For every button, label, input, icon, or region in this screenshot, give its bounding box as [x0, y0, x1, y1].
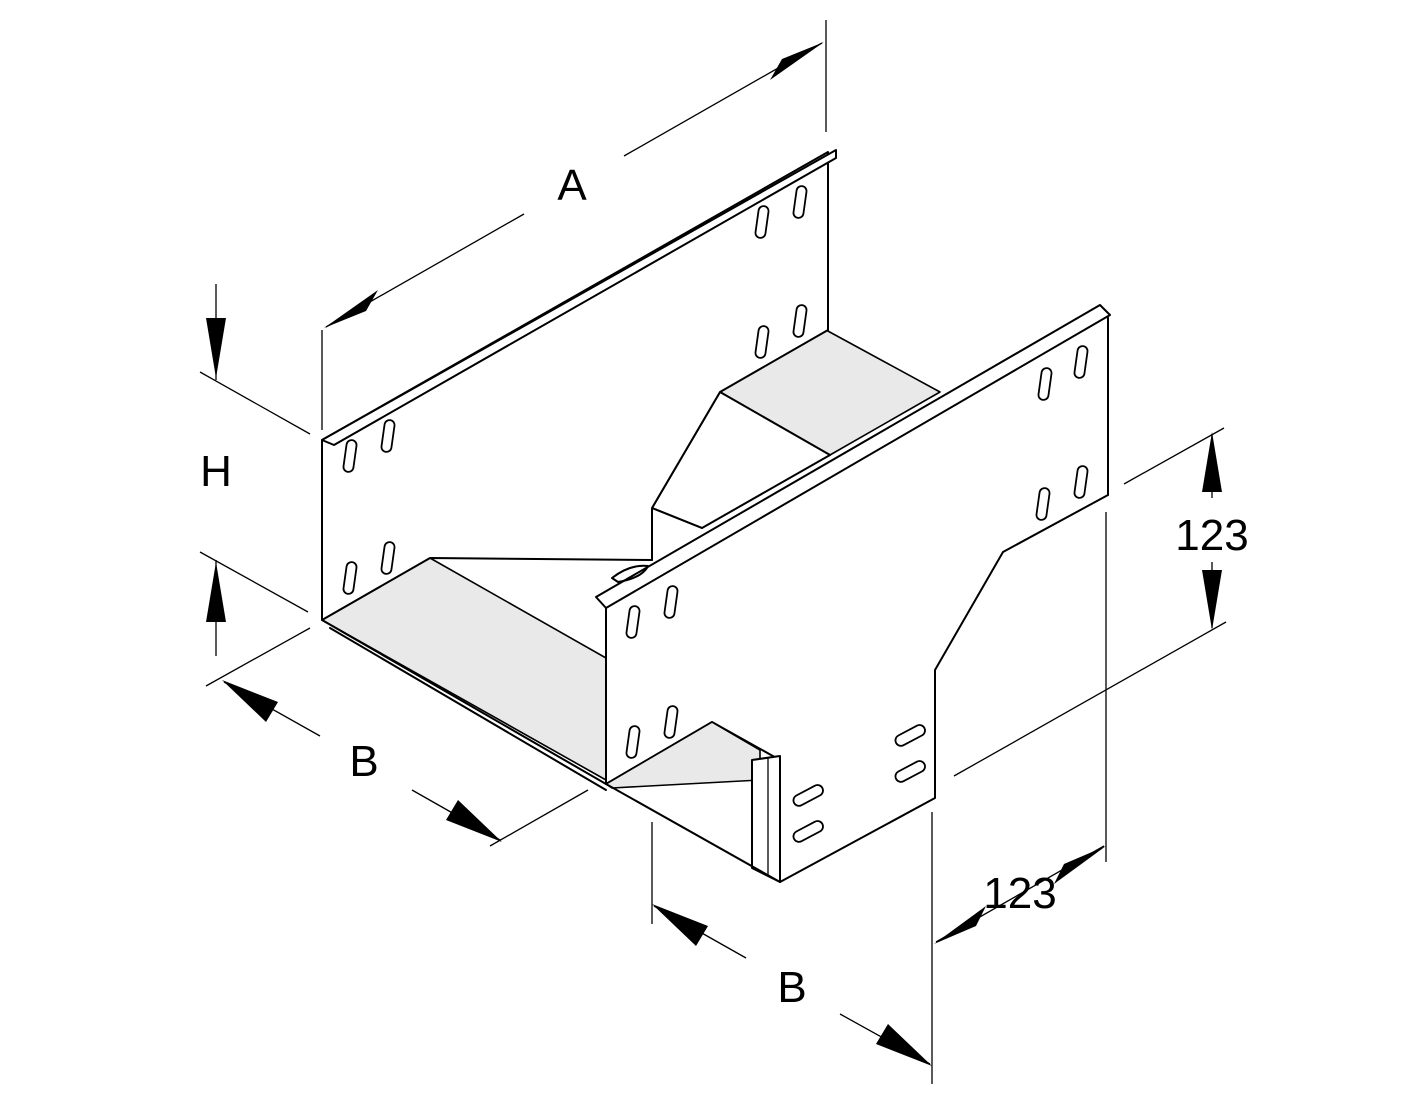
branch-flange: [751, 755, 781, 883]
back-side-wall: [321, 151, 829, 621]
back-wall-lip: [321, 149, 837, 446]
slots-branch-horizontal: [792, 724, 926, 843]
slots-back-right-top: [754, 185, 808, 239]
slots-branch-far-top: [1037, 345, 1089, 401]
arrow-b-branch-start: [652, 904, 708, 946]
dimension-a: A: [321, 20, 827, 430]
slots-branch-far-bottom: [1035, 465, 1089, 521]
branch-wall-lip: [595, 304, 1111, 609]
dimension-123-vertical: 123: [953, 427, 1249, 777]
arrow-a-left: [324, 290, 378, 328]
arrow-123v-bottom: [1202, 570, 1222, 630]
dimension-b-branch: B: [651, 812, 933, 1084]
cable-tray-tee: [321, 149, 1111, 883]
label-b-branch: B: [777, 963, 806, 1012]
arrow-123v-top: [1202, 432, 1222, 492]
arrow-123h-right: [1054, 846, 1106, 884]
dimension-123-horizontal: 123: [934, 512, 1107, 944]
arrow-a-right: [770, 42, 824, 80]
label-a: A: [557, 161, 587, 210]
label-h: H: [200, 447, 232, 496]
dimension-b-left: B: [205, 627, 589, 847]
arrow-123h-left: [934, 906, 986, 944]
arrow-h-bottom: [206, 562, 226, 622]
label-b-left: B: [349, 737, 378, 786]
arrow-h-top: [206, 318, 226, 378]
arrow-b-left-start: [222, 680, 278, 722]
arrow-b-branch-end: [876, 1024, 932, 1066]
label-123-vertical: 123: [1175, 511, 1248, 560]
dimension-h: H: [199, 284, 311, 656]
slots-back-right-bottom: [754, 304, 808, 359]
slots-branch-front-top: [625, 585, 679, 639]
slots-branch-front-bottom: [625, 705, 679, 759]
label-123-horizontal: 123: [983, 869, 1056, 918]
slots-back-left-top: [342, 419, 396, 473]
slots-back-left-bottom: [342, 541, 396, 595]
arrow-b-left-end: [446, 800, 502, 842]
